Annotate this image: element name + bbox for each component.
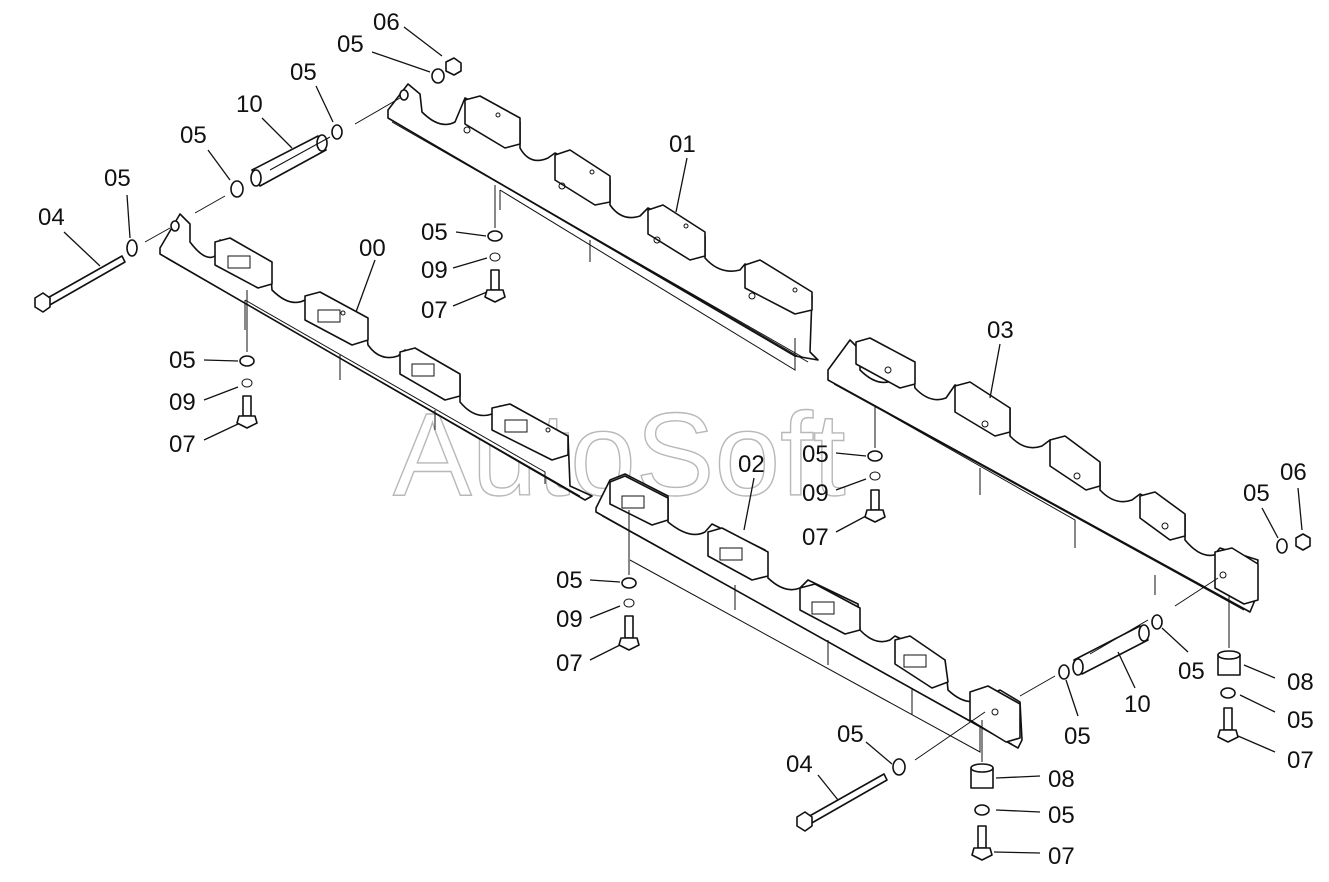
callout-05-l: 05 [1287,707,1314,734]
callout-05-d: 05 [104,165,131,192]
callout-05-j: 05 [1178,658,1205,685]
hardware [34,57,1311,861]
rail-03 [827,337,1259,613]
callout-07-b: 07 [169,431,196,458]
callout-05-f: 05 [169,347,196,374]
callout-09-a: 09 [421,257,448,284]
callout-05-i: 05 [1243,480,1270,507]
rail-01 [387,83,819,371]
callout-10-top: 10 [236,91,263,118]
callout-02: 02 [738,451,765,478]
callout-06-top: 06 [373,9,400,36]
callout-05-h: 05 [556,567,583,594]
callout-03: 03 [987,317,1014,344]
callout-07-a: 07 [421,297,448,324]
rail-00 [159,213,593,501]
callout-05-c: 05 [180,122,207,149]
callout-05-b: 05 [290,59,317,86]
callout-labels: 06 05 05 10 05 05 04 01 00 05 09 07 05 0… [38,9,1314,870]
callout-09-b: 09 [169,389,196,416]
callout-07-d: 07 [556,650,583,677]
callout-05-a: 05 [337,31,364,58]
callout-01: 01 [669,131,696,158]
callout-05-n: 05 [1048,802,1075,829]
callout-10-bottom: 10 [1124,691,1151,718]
callout-05-m: 05 [837,721,864,748]
callout-00: 00 [359,235,386,262]
callout-07-e: 07 [1287,747,1314,774]
callout-08-bottom: 08 [1048,766,1075,793]
callout-07-c: 07 [802,524,829,551]
callout-06-right: 06 [1280,459,1307,486]
callout-08-right: 08 [1287,669,1314,696]
callout-04-left: 04 [38,204,65,231]
callout-04-bottom: 04 [786,751,813,778]
rail-02 [595,473,1023,753]
callout-05-k: 05 [1064,723,1091,750]
callout-05-g: 05 [802,441,829,468]
leader-lines [63,26,1303,854]
callout-07-f: 07 [1048,843,1075,870]
callout-09-d: 09 [556,606,583,633]
callout-05-e: 05 [421,219,448,246]
callout-09-c: 09 [802,480,829,507]
